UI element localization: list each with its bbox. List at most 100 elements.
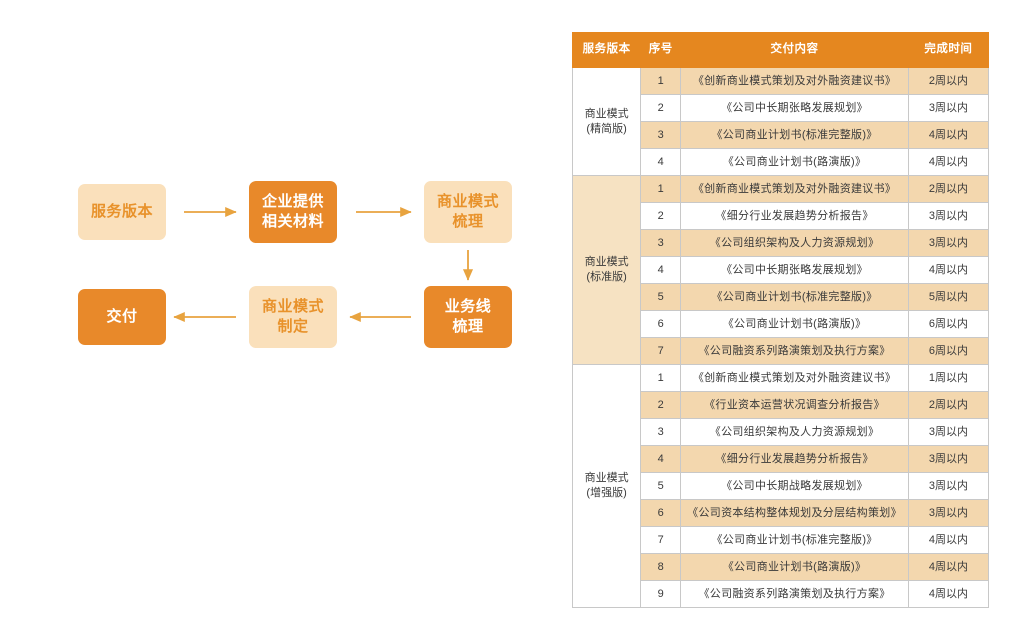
cell-no: 1 bbox=[640, 175, 682, 203]
cell-no: 3 bbox=[640, 121, 682, 149]
cell-time: 3周以内 bbox=[907, 202, 990, 230]
cell-time: 4周以内 bbox=[907, 553, 990, 581]
cell-time: 3周以内 bbox=[907, 94, 990, 122]
cell-content: 《公司中长期张略发展规划》 bbox=[680, 94, 909, 122]
table-row: 8《公司商业计划书(路演版)》4周以内 bbox=[573, 553, 990, 581]
table-row: 6《公司商业计划书(路演版)》6周以内 bbox=[573, 310, 990, 338]
cell-content: 《细分行业发展趋势分析报告》 bbox=[680, 445, 909, 473]
flow-node-label: 业务线 梳理 bbox=[444, 298, 492, 335]
column-header-content: 交付内容 bbox=[680, 32, 909, 68]
cell-time: 3周以内 bbox=[907, 445, 990, 473]
table-row: 7《公司融资系列路演策划及执行方案》6周以内 bbox=[573, 337, 990, 365]
cell-content: 《公司中长期战略发展规划》 bbox=[680, 472, 909, 500]
cell-time: 6周以内 bbox=[907, 337, 990, 365]
cell-time: 6周以内 bbox=[907, 310, 990, 338]
cell-content: 《创新商业模式策划及对外融资建议书》 bbox=[680, 67, 909, 95]
cell-no: 6 bbox=[640, 310, 682, 338]
cell-no: 3 bbox=[640, 229, 682, 257]
cell-content: 《公司融资系列路演策划及执行方案》 bbox=[680, 337, 909, 365]
cell-content: 《公司商业计划书(路演版)》 bbox=[680, 553, 909, 581]
cell-no: 2 bbox=[640, 391, 682, 419]
cell-time: 2周以内 bbox=[907, 391, 990, 419]
cell-time: 2周以内 bbox=[907, 175, 990, 203]
cell-time: 3周以内 bbox=[907, 418, 990, 446]
table-row: 4《公司中长期张略发展规划》4周以内 bbox=[573, 256, 990, 284]
table-row: 商业模式 (标准版)1《创新商业模式策划及对外融资建议书》2周以内 bbox=[571, 175, 990, 365]
cell-time: 4周以内 bbox=[907, 256, 990, 284]
flow-node-business-model-review[interactable]: 商业模式 梳理 bbox=[424, 181, 512, 243]
cell-content: 《行业资本运营状况调查分析报告》 bbox=[680, 391, 909, 419]
cell-content: 《公司商业计划书(路演版)》 bbox=[680, 148, 909, 176]
flow-node-service-version[interactable]: 服务版本 bbox=[78, 184, 166, 240]
cell-content: 《细分行业发展趋势分析报告》 bbox=[680, 202, 909, 230]
cell-time: 3周以内 bbox=[907, 499, 990, 527]
table-row: 6《公司资本结构整体规划及分层结构策划》3周以内 bbox=[573, 499, 990, 527]
cell-no: 4 bbox=[640, 256, 682, 284]
group-version-label: 商业模式 (精简版) bbox=[571, 67, 642, 176]
cell-time: 2周以内 bbox=[907, 67, 990, 95]
group-version-label: 商业模式 (标准版) bbox=[571, 175, 642, 365]
cell-no: 9 bbox=[640, 580, 682, 608]
group-version-label: 商业模式 (增强版) bbox=[571, 364, 642, 608]
cell-time: 4周以内 bbox=[907, 148, 990, 176]
flow-node-label: 交付 bbox=[106, 308, 138, 326]
cell-no: 5 bbox=[640, 283, 682, 311]
cell-content: 《公司商业计划书(路演版)》 bbox=[680, 310, 909, 338]
cell-no: 2 bbox=[640, 202, 682, 230]
table-row: 5《公司商业计划书(标准完整版)》5周以内 bbox=[573, 283, 990, 311]
cell-no: 1 bbox=[640, 67, 682, 95]
table-row: 3《公司组织架构及人力资源规划》3周以内 bbox=[573, 418, 990, 446]
table-row: 商业模式 (增强版)1《创新商业模式策划及对外融资建议书》1周以内 bbox=[571, 364, 990, 608]
table-row: 2《细分行业发展趋势分析报告》3周以内 bbox=[573, 202, 990, 230]
cell-no: 4 bbox=[640, 445, 682, 473]
cell-time: 3周以内 bbox=[907, 229, 990, 257]
process-flowchart: 服务版本 企业提供 相关材料 商业模式 梳理 业务线 梳理 商业模式 制定 交付 bbox=[78, 181, 512, 348]
flow-node-business-line-review[interactable]: 业务线 梳理 bbox=[424, 286, 512, 348]
table-row: 商业模式 (精简版)1《创新商业模式策划及对外融资建议书》2周以内 bbox=[571, 67, 990, 176]
cell-content: 《公司融资系列路演策划及执行方案》 bbox=[680, 580, 909, 608]
table-row: 4《细分行业发展趋势分析报告》3周以内 bbox=[573, 445, 990, 473]
column-header-time: 完成时间 bbox=[907, 32, 990, 68]
cell-content: 《创新商业模式策划及对外融资建议书》 bbox=[680, 175, 909, 203]
cell-content: 《公司组织架构及人力资源规划》 bbox=[680, 418, 909, 446]
table-row: 3《公司商业计划书(标准完整版)》4周以内 bbox=[573, 121, 990, 149]
cell-content: 《公司商业计划书(标准完整版)》 bbox=[680, 526, 909, 554]
flow-node-label: 企业提供 相关材料 bbox=[261, 193, 324, 230]
cell-no: 5 bbox=[640, 472, 682, 500]
cell-content: 《公司组织架构及人力资源规划》 bbox=[680, 229, 909, 257]
cell-no: 8 bbox=[640, 553, 682, 581]
table-row: 7《公司商业计划书(标准完整版)》4周以内 bbox=[573, 526, 990, 554]
cell-time: 4周以内 bbox=[907, 526, 990, 554]
cell-no: 1 bbox=[640, 364, 682, 392]
table-row: 2《行业资本运营状况调查分析报告》2周以内 bbox=[573, 391, 990, 419]
cell-no: 2 bbox=[640, 94, 682, 122]
cell-content: 《公司资本结构整体规划及分层结构策划》 bbox=[680, 499, 909, 527]
cell-time: 4周以内 bbox=[907, 121, 990, 149]
cell-content: 《公司商业计划书(标准完整版)》 bbox=[680, 283, 909, 311]
cell-no: 3 bbox=[640, 418, 682, 446]
flow-node-business-model-design[interactable]: 商业模式 制定 bbox=[249, 286, 337, 348]
flowchart-arrows-layer bbox=[173, 206, 474, 323]
cell-no: 7 bbox=[640, 337, 682, 365]
cell-no: 7 bbox=[640, 526, 682, 554]
cell-content: 《创新商业模式策划及对外融资建议书》 bbox=[680, 364, 909, 392]
cell-time: 4周以内 bbox=[907, 580, 990, 608]
flow-node-label: 服务版本 bbox=[90, 203, 153, 221]
flow-node-enterprise-materials[interactable]: 企业提供 相关材料 bbox=[249, 181, 337, 243]
column-header-no: 序号 bbox=[640, 32, 682, 68]
cell-time: 5周以内 bbox=[907, 283, 990, 311]
deliverables-table: 服务版本 序号 交付内容 完成时间 商业模式 (精简版)1《创新商业模式策划及对… bbox=[571, 32, 990, 608]
flow-node-delivery[interactable]: 交付 bbox=[78, 289, 166, 345]
table-header-row: 服务版本 序号 交付内容 完成时间 bbox=[571, 32, 990, 68]
table-row: 9《公司融资系列路演策划及执行方案》4周以内 bbox=[573, 580, 990, 608]
cell-content: 《公司中长期张略发展规划》 bbox=[680, 256, 909, 284]
cell-no: 6 bbox=[640, 499, 682, 527]
cell-no: 4 bbox=[640, 148, 682, 176]
cell-time: 3周以内 bbox=[907, 472, 990, 500]
table-row: 2《公司中长期张略发展规划》3周以内 bbox=[573, 94, 990, 122]
flow-node-label: 商业模式 梳理 bbox=[436, 193, 499, 230]
flow-node-label: 商业模式 制定 bbox=[261, 298, 324, 335]
table-row: 5《公司中长期战略发展规划》3周以内 bbox=[573, 472, 990, 500]
column-header-version: 服务版本 bbox=[571, 32, 642, 68]
